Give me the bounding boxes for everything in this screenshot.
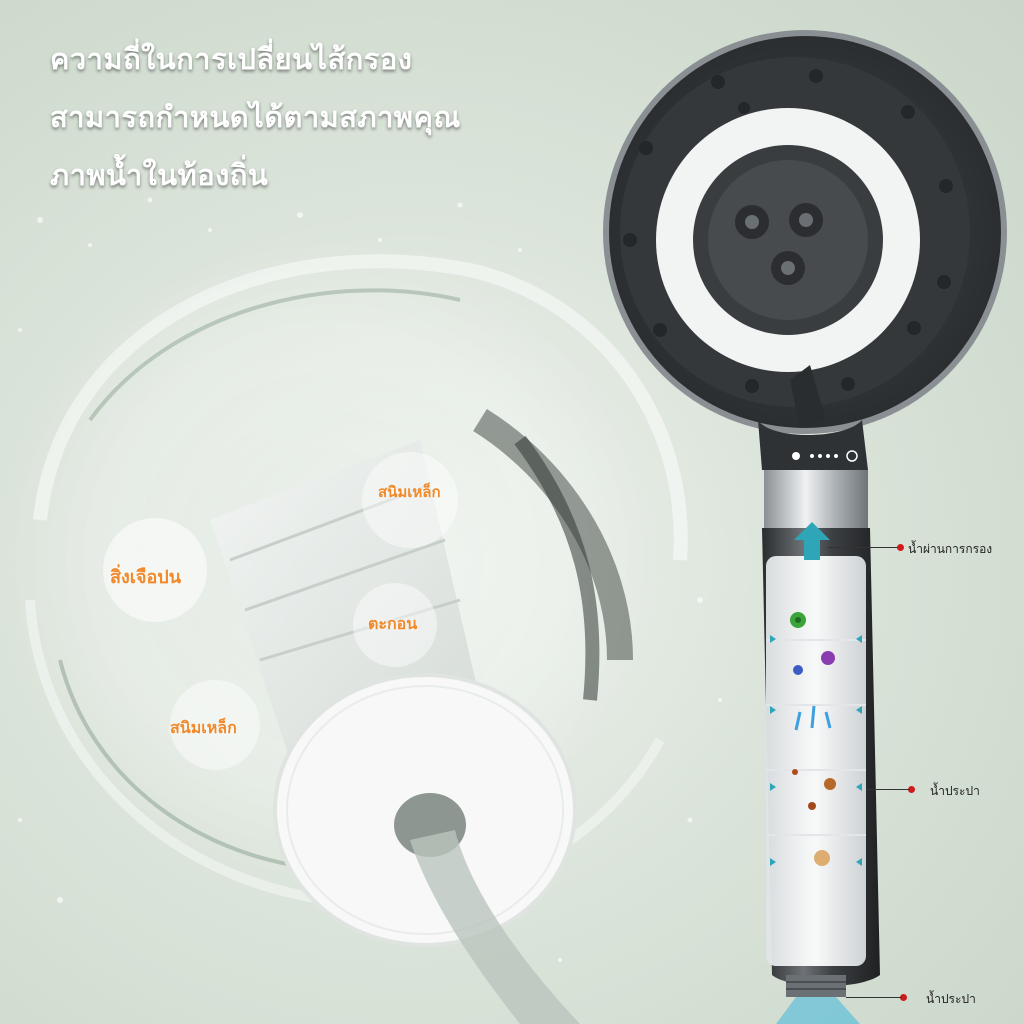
callout-line-tap-mid <box>866 789 910 790</box>
label-sediment: ตะกอน <box>368 614 418 633</box>
callout-line-tap-bottom <box>846 997 902 998</box>
shower-head-illustration <box>603 30 1007 1024</box>
callout-tap-water-bottom: น้ำประปา <box>926 992 976 1006</box>
headline: ความถี่ในการเปลี่ยนไส้กรอง สามารถกำหนดได… <box>50 30 610 204</box>
label-rust-bottom: สนิมเหล็ก <box>170 718 237 737</box>
headline-line-2: สามารถกำหนดได้ตามสภาพคุณ <box>50 100 461 134</box>
label-limescale: สิ่งเจือปน <box>110 567 182 588</box>
callout-filtered-water: น้ำผ่านการกรอง <box>908 542 993 556</box>
headline-line-3: ภาพน้ำในท้องถิ่น <box>50 158 269 192</box>
headline-line-1: ความถี่ในการเปลี่ยนไส้กรอง <box>50 42 413 76</box>
filter-cartridge-illustration <box>103 440 580 1024</box>
callout-tap-water-mid: น้ำประปา <box>930 784 980 798</box>
callout-dot-tap-mid <box>908 786 915 793</box>
callout-line-filtered <box>828 547 898 548</box>
callout-dot-filtered <box>897 544 904 551</box>
callout-dot-tap-bottom <box>900 994 907 1001</box>
label-rust-top: สนิมเหล็ก <box>378 483 441 501</box>
